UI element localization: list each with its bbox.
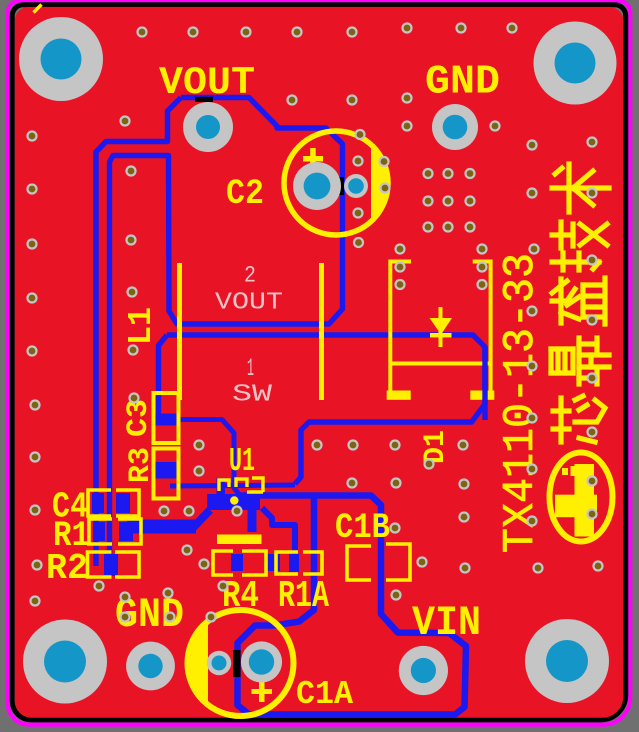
svg-text:VIN: VIN (412, 599, 481, 647)
svg-text:C4: C4 (52, 487, 88, 528)
svg-text:U1: U1 (229, 443, 255, 480)
svg-text:C1B: C1B (335, 508, 390, 548)
svg-text:R4: R4 (222, 575, 259, 618)
svg-text:SW: SW (232, 382, 273, 409)
svg-text:L1: L1 (123, 307, 160, 345)
svg-text:C1A: C1A (296, 676, 353, 713)
svg-text:R2: R2 (46, 548, 88, 589)
svg-text:C2: C2 (226, 174, 264, 214)
svg-text:2: 2 (244, 263, 256, 289)
svg-text:C3: C3 (122, 399, 156, 437)
svg-text:TX4110-13-33: TX4110-13-33 (496, 253, 546, 553)
svg-text:VOUT: VOUT (215, 290, 283, 317)
svg-text:D1: D1 (419, 430, 453, 464)
svg-text:1: 1 (247, 354, 254, 383)
svg-text:R1: R1 (53, 516, 90, 556)
svg-text:R1A: R1A (278, 575, 329, 618)
svg-text:VOUT: VOUT (159, 61, 255, 105)
svg-text:R3: R3 (124, 447, 158, 483)
svg-text:GND: GND (425, 60, 500, 106)
